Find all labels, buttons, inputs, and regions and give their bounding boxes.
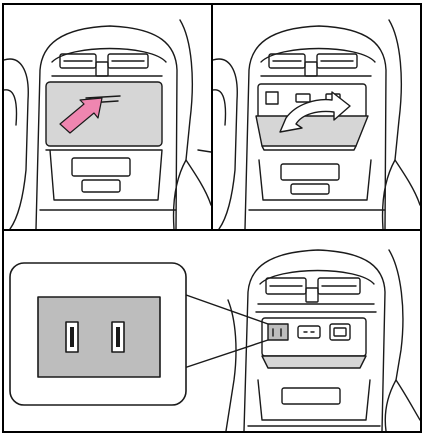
usb-port-highlighted: [268, 324, 288, 340]
left-seat-inner: [4, 90, 17, 125]
dropped-cover: [256, 116, 368, 146]
right-seat-outline: [389, 250, 420, 420]
left-seat-outline: [213, 59, 237, 229]
left-seat-outline: [4, 59, 28, 229]
right-seat-outline: [389, 20, 420, 205]
usb-port-small-1: [266, 92, 278, 104]
vent-knob: [305, 62, 317, 76]
console-lower-frame: [258, 380, 370, 420]
magnified-usb-face: [38, 297, 160, 377]
usb-port-small-2: [296, 94, 310, 102]
magnified-usb-port-2-tongue: [116, 327, 120, 347]
lower-pocket: [281, 164, 339, 180]
left-side-seat: [226, 300, 236, 431]
left-seat-inner: [213, 90, 226, 125]
console-top-curve: [260, 271, 374, 285]
lower-pocket-2: [291, 184, 329, 194]
power-outlet-inner: [334, 328, 346, 336]
right-seat-outline: [180, 20, 211, 205]
panel-3-usb-ports: [10, 250, 420, 431]
panel-1-press-cover: [4, 20, 211, 229]
right-seat-strap: [198, 150, 211, 152]
console-top-curve: [52, 49, 166, 63]
lower-pocket-2: [82, 180, 120, 192]
sliding-cover: [46, 82, 162, 146]
lower-pocket: [282, 388, 340, 404]
vent-lower-ledge: [256, 304, 376, 312]
vent-knob: [306, 288, 318, 302]
right-seat-fold: [385, 380, 396, 431]
panel-2-cover-opened: [213, 20, 420, 229]
dropped-cover: [262, 356, 366, 368]
magnified-usb-port-1-tongue: [70, 327, 74, 347]
console-top-curve: [261, 49, 375, 63]
usb-port-2: [298, 326, 320, 338]
vent-knob: [96, 62, 108, 76]
power-outlet: [330, 324, 350, 340]
lower-pocket: [72, 158, 130, 176]
